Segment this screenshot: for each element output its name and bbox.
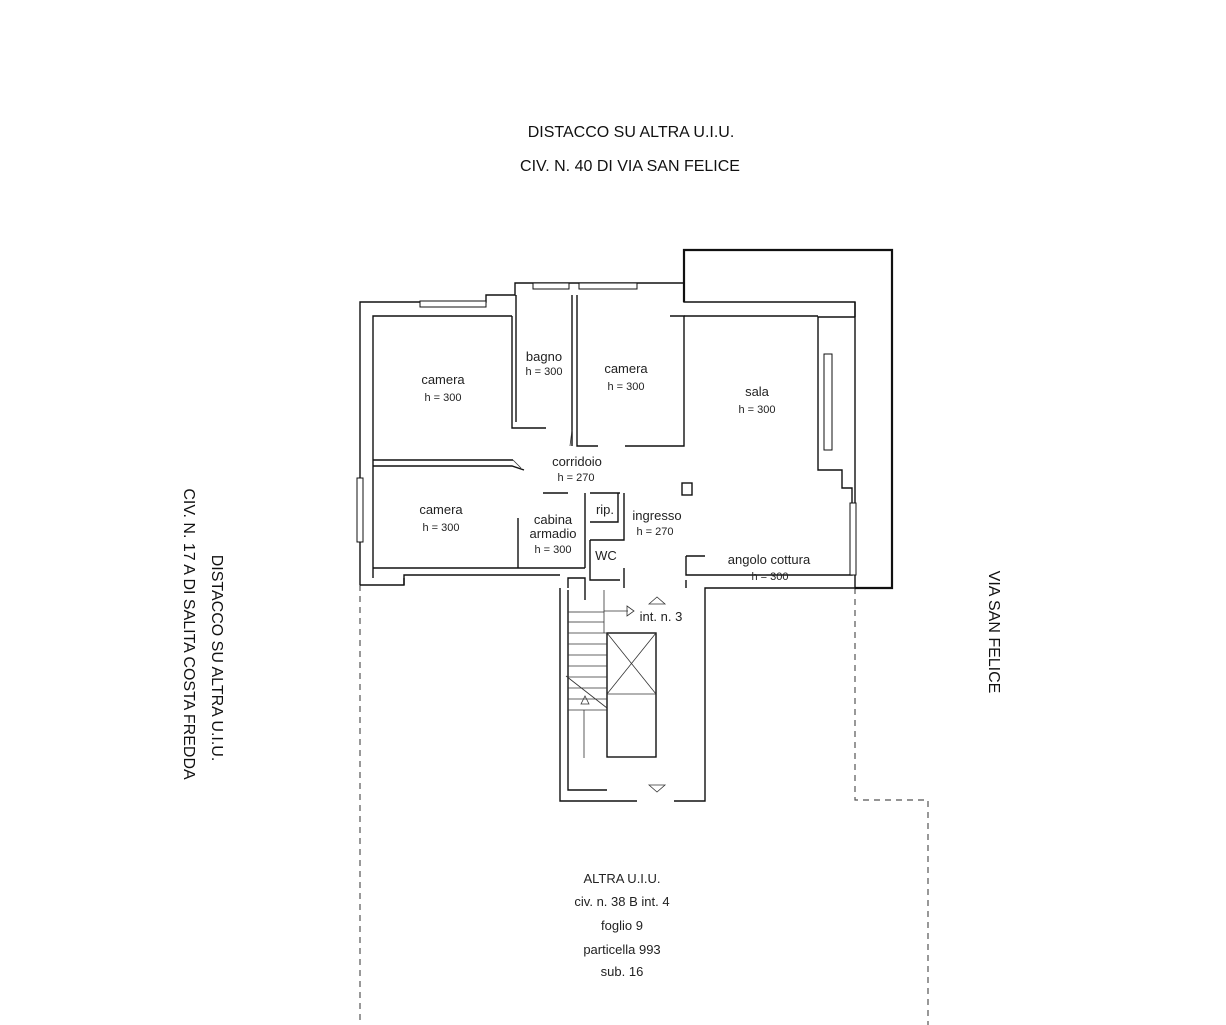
room-name: WC bbox=[595, 548, 617, 563]
room-camera-2: camera h = 300 bbox=[604, 361, 648, 393]
stair-steps bbox=[568, 590, 607, 711]
room-name: sala bbox=[745, 384, 770, 399]
unit-label: int. n. 3 bbox=[640, 609, 683, 624]
left-side-label: DISTACCO SU ALTRA U.I.U. CIV. N. 17 A DI… bbox=[180, 488, 225, 780]
room-name-line-2: armadio bbox=[530, 526, 577, 541]
room-name: ingresso bbox=[632, 508, 681, 523]
room-height: h = 300 bbox=[422, 522, 459, 534]
property-boundary bbox=[359, 585, 929, 1025]
up-arrow-icon bbox=[647, 596, 667, 605]
room-height: h = 270 bbox=[636, 526, 673, 538]
room-name: angolo cottura bbox=[728, 552, 811, 567]
room-cabina-armadio: cabina armadio h = 300 bbox=[530, 512, 577, 556]
header-line-2: CIV. N. 40 DI VIA SAN FELICE bbox=[520, 158, 740, 175]
street-label: VIA SAN FELICE bbox=[985, 571, 1002, 694]
room-height: h = 300 bbox=[738, 404, 775, 416]
room-corridoio: corridoio h = 270 bbox=[552, 454, 602, 484]
room-name-line-1: cabina bbox=[534, 512, 573, 527]
left-side-line-2: CIV. N. 17 A DI SALITA COSTA FREDDA bbox=[180, 488, 197, 780]
room-sala: sala h = 300 bbox=[738, 384, 775, 416]
interior-walls bbox=[373, 295, 818, 588]
stairwell bbox=[565, 590, 657, 791]
left-side-line-1: DISTACCO SU ALTRA U.I.U. bbox=[208, 555, 225, 762]
terrace-outline bbox=[682, 248, 894, 590]
room-name: camera bbox=[421, 372, 465, 387]
room-name: corridoio bbox=[552, 454, 602, 469]
room-height: h = 300 bbox=[751, 571, 788, 583]
room-camera-1: camera h = 300 bbox=[421, 372, 465, 404]
room-name: rip. bbox=[596, 502, 614, 517]
windows bbox=[356, 282, 857, 576]
room-bagno: bagno h = 300 bbox=[525, 349, 562, 378]
room-height: h = 300 bbox=[534, 544, 571, 556]
room-ingresso: ingresso h = 270 bbox=[632, 508, 681, 538]
room-rip: rip. bbox=[596, 502, 614, 517]
room-wc: WC bbox=[595, 548, 617, 563]
room-height: h = 270 bbox=[557, 472, 594, 484]
room-height: h = 300 bbox=[607, 381, 644, 393]
room-name: camera bbox=[604, 361, 648, 376]
down-arrow-icon bbox=[647, 784, 667, 793]
footer-line-4: particella 993 bbox=[583, 942, 660, 957]
footer-line-2: civ. n. 38 B int. 4 bbox=[574, 894, 669, 909]
room-angolo-cottura: angolo cottura h = 300 bbox=[728, 552, 811, 583]
room-height: h = 300 bbox=[424, 392, 461, 404]
footer-line-5: sub. 16 bbox=[601, 964, 644, 979]
room-name: bagno bbox=[526, 349, 562, 364]
header-line-1: DISTACCO SU ALTRA U.I.U. bbox=[528, 124, 735, 141]
footer-info: ALTRA U.I.U. civ. n. 38 B int. 4 foglio … bbox=[574, 871, 669, 979]
footer-line-3: foglio 9 bbox=[601, 918, 643, 933]
footer-line-1: ALTRA U.I.U. bbox=[583, 871, 660, 886]
room-camera-3: camera h = 300 bbox=[419, 502, 463, 534]
room-height: h = 300 bbox=[525, 366, 562, 378]
room-name: camera bbox=[419, 502, 463, 517]
